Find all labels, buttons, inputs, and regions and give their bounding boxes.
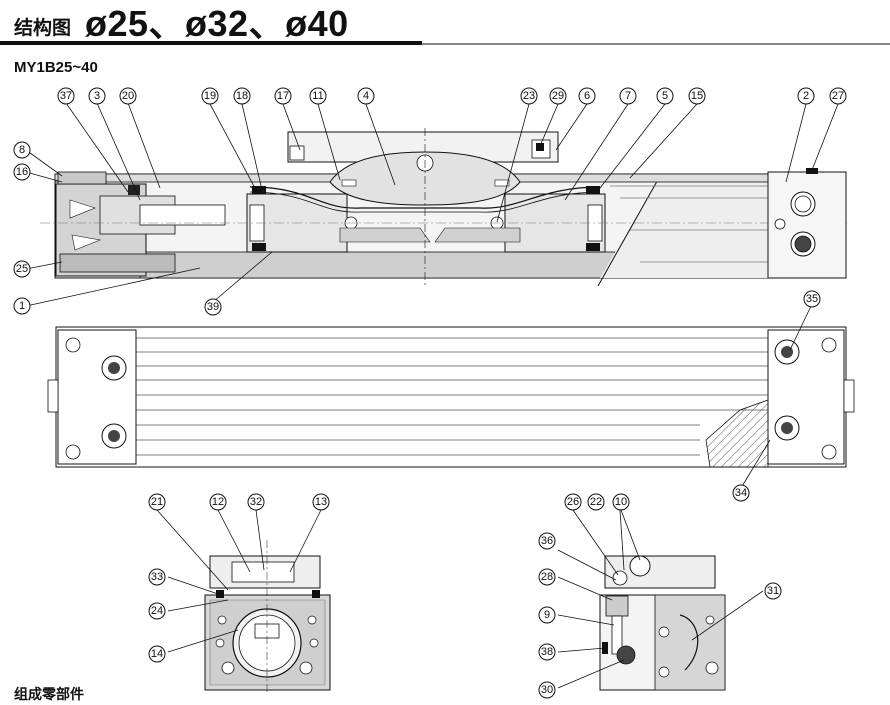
callout-1: 1 xyxy=(13,297,31,315)
svg-text:9: 9 xyxy=(544,609,550,621)
svg-text:31: 31 xyxy=(767,585,779,597)
svg-text:19: 19 xyxy=(204,90,216,102)
svg-text:17: 17 xyxy=(277,90,289,102)
svg-text:27: 27 xyxy=(832,90,844,102)
callout-11: 11 xyxy=(309,87,327,105)
top-view xyxy=(47,326,855,468)
callout-33: 33 xyxy=(148,568,166,586)
svg-text:5: 5 xyxy=(662,90,668,102)
svg-text:38: 38 xyxy=(541,646,553,658)
callout-9: 9 xyxy=(538,606,556,624)
svg-text:30: 30 xyxy=(541,684,553,696)
svg-text:20: 20 xyxy=(122,90,134,102)
callout-4: 4 xyxy=(357,87,375,105)
callout-28: 28 xyxy=(538,568,556,586)
callout-3: 3 xyxy=(88,87,106,105)
svg-text:29: 29 xyxy=(552,90,564,102)
callout-26: 26 xyxy=(564,493,582,511)
svg-text:34: 34 xyxy=(735,487,747,499)
components-heading: 组成零部件 xyxy=(14,687,84,703)
title-bore-sizes: ø25、ø32、ø40 xyxy=(85,3,349,44)
callout-35: 35 xyxy=(803,290,821,308)
callout-7: 7 xyxy=(619,87,637,105)
callout-18: 18 xyxy=(233,87,251,105)
svg-text:36: 36 xyxy=(541,535,553,547)
callout-2: 2 xyxy=(797,87,815,105)
title-rule xyxy=(0,41,422,45)
callout-8: 8 xyxy=(13,141,31,159)
svg-text:28: 28 xyxy=(541,571,553,583)
leader-lines xyxy=(25,102,839,689)
callout-27: 27 xyxy=(829,87,847,105)
svg-text:12: 12 xyxy=(212,496,224,508)
cross-section-right xyxy=(599,555,726,691)
svg-text:33: 33 xyxy=(151,571,163,583)
callout-16: 16 xyxy=(13,163,31,181)
svg-text:11: 11 xyxy=(312,90,323,102)
callout-14: 14 xyxy=(148,645,166,663)
callout-37: 37 xyxy=(57,87,75,105)
callout-19: 19 xyxy=(201,87,219,105)
callout-24: 24 xyxy=(148,602,166,620)
svg-text:1: 1 xyxy=(19,300,25,312)
svg-text:16: 16 xyxy=(16,166,28,178)
callout-15: 15 xyxy=(688,87,706,105)
model-label: MY1B25~40 xyxy=(14,59,98,76)
callout-13: 13 xyxy=(312,493,330,511)
callout-25: 25 xyxy=(13,260,31,278)
callout-34: 34 xyxy=(732,484,750,502)
svg-text:35: 35 xyxy=(806,293,818,305)
svg-text:25: 25 xyxy=(16,263,28,275)
callout-5: 5 xyxy=(656,87,674,105)
callout-31: 31 xyxy=(764,582,782,600)
callout-22: 22 xyxy=(587,493,605,511)
svg-text:2: 2 xyxy=(803,90,809,102)
callout-12: 12 xyxy=(209,493,227,511)
callout-20: 20 xyxy=(119,87,137,105)
svg-text:3: 3 xyxy=(94,90,100,102)
svg-text:10: 10 xyxy=(615,496,627,508)
svg-text:18: 18 xyxy=(236,90,248,102)
svg-text:26: 26 xyxy=(567,496,579,508)
callout-39: 39 xyxy=(204,298,222,316)
svg-text:23: 23 xyxy=(523,90,535,102)
svg-text:39: 39 xyxy=(207,301,219,313)
svg-text:13: 13 xyxy=(315,496,327,508)
svg-text:7: 7 xyxy=(625,90,631,102)
svg-text:6: 6 xyxy=(584,90,590,102)
page-title: 结构图 ø25、ø32、ø40 xyxy=(14,0,349,44)
svg-text:8: 8 xyxy=(19,144,25,156)
callout-36: 36 xyxy=(538,532,556,550)
svg-text:4: 4 xyxy=(363,90,369,102)
svg-text:32: 32 xyxy=(250,496,262,508)
callout-6: 6 xyxy=(578,87,596,105)
callout-17: 17 xyxy=(274,87,292,105)
svg-text:14: 14 xyxy=(151,648,163,660)
callout-29: 29 xyxy=(549,87,567,105)
callout-30: 30 xyxy=(538,681,556,699)
callout-23: 23 xyxy=(520,87,538,105)
title-prefix: 结构图 xyxy=(14,17,72,39)
cross-section-left xyxy=(204,540,331,692)
svg-text:15: 15 xyxy=(691,90,703,102)
callout-10-v: 10 xyxy=(612,493,630,511)
callout-32: 32 xyxy=(247,493,265,511)
title-rule-extension xyxy=(422,43,890,45)
section-view xyxy=(40,128,850,287)
svg-text:21: 21 xyxy=(151,496,163,508)
callout-21: 21 xyxy=(148,493,166,511)
svg-text:22: 22 xyxy=(590,496,602,508)
callout-38: 38 xyxy=(538,643,556,661)
svg-text:37: 37 xyxy=(60,90,72,102)
svg-text:24: 24 xyxy=(151,605,163,617)
